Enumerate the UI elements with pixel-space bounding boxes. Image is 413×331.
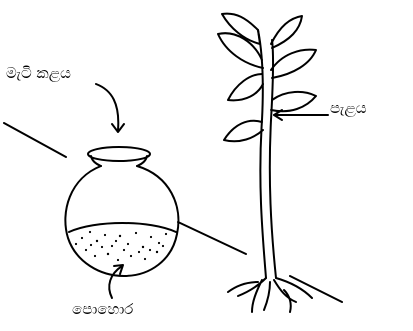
clay-pot-label: මැටි කළය bbox=[6, 66, 71, 81]
clay-pot-drawing bbox=[65, 147, 178, 276]
ground-line bbox=[4, 123, 342, 302]
fertilizer-dots bbox=[75, 231, 167, 261]
plant-drawing bbox=[218, 14, 316, 312]
plant-label: පැළය bbox=[330, 101, 367, 116]
fertilizer-label: පොහොර bbox=[72, 302, 133, 317]
pot-arrow bbox=[96, 84, 118, 130]
